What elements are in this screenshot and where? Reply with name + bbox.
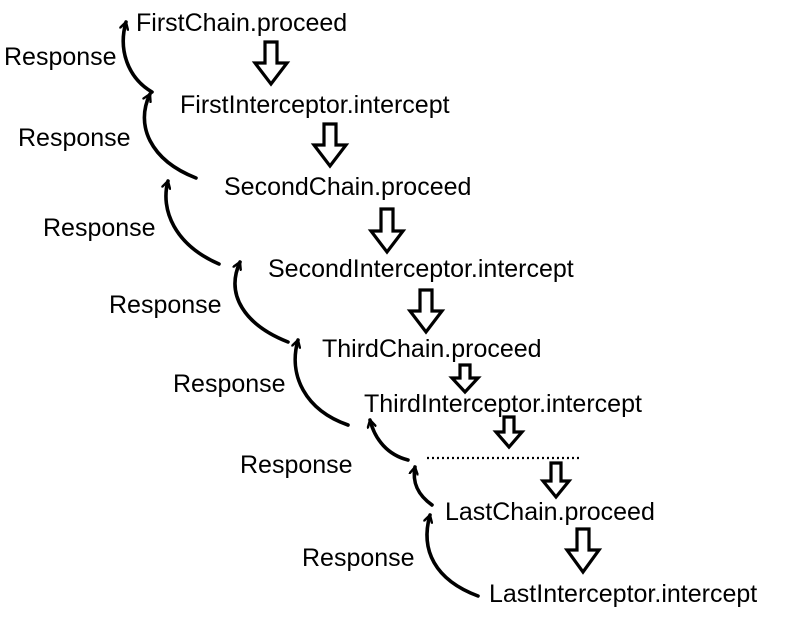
response-label-5: Response (173, 370, 286, 398)
down-arrow-6 (492, 415, 526, 450)
response-label-7: Response (302, 544, 415, 572)
response-arrow-5 (295, 338, 350, 427)
step-second-interceptor-intercept: SecondInterceptor.intercept (268, 255, 574, 283)
response-arrow-2 (144, 92, 198, 180)
response-arrow-8 (427, 513, 480, 598)
response-label-3: Response (43, 214, 156, 242)
response-label-2: Response (18, 124, 131, 152)
response-label-6: Response (240, 451, 353, 479)
down-arrow-3 (367, 207, 407, 255)
step-first-interceptor-intercept: FirstInterceptor.intercept (180, 91, 450, 119)
response-arrow-7 (414, 465, 434, 507)
down-arrow-4 (406, 288, 446, 335)
down-arrow-2 (310, 122, 350, 169)
step-third-interceptor-intercept: ThirdInterceptor.intercept (364, 390, 642, 418)
step-last-interceptor-intercept: LastInterceptor.intercept (489, 580, 757, 608)
step-last-chain-proceed: LastChain.proceed (445, 498, 655, 526)
down-arrow-5 (448, 363, 482, 395)
response-arrow-4 (235, 260, 290, 344)
step-second-chain-proceed: SecondChain.proceed (224, 173, 471, 201)
response-label-4: Response (109, 291, 222, 319)
step-third-chain-proceed: ThirdChain.proceed (322, 335, 542, 363)
down-arrow-7 (539, 461, 573, 500)
response-arrow-3 (166, 179, 221, 266)
down-arrow-8 (563, 527, 603, 575)
step-first-chain-proceed: FirstChain.proceed (136, 9, 347, 37)
response-arrow-1 (123, 20, 154, 94)
down-arrow-1 (251, 40, 291, 87)
response-label-1: Response (4, 43, 117, 71)
response-arrow-6 (370, 418, 410, 462)
